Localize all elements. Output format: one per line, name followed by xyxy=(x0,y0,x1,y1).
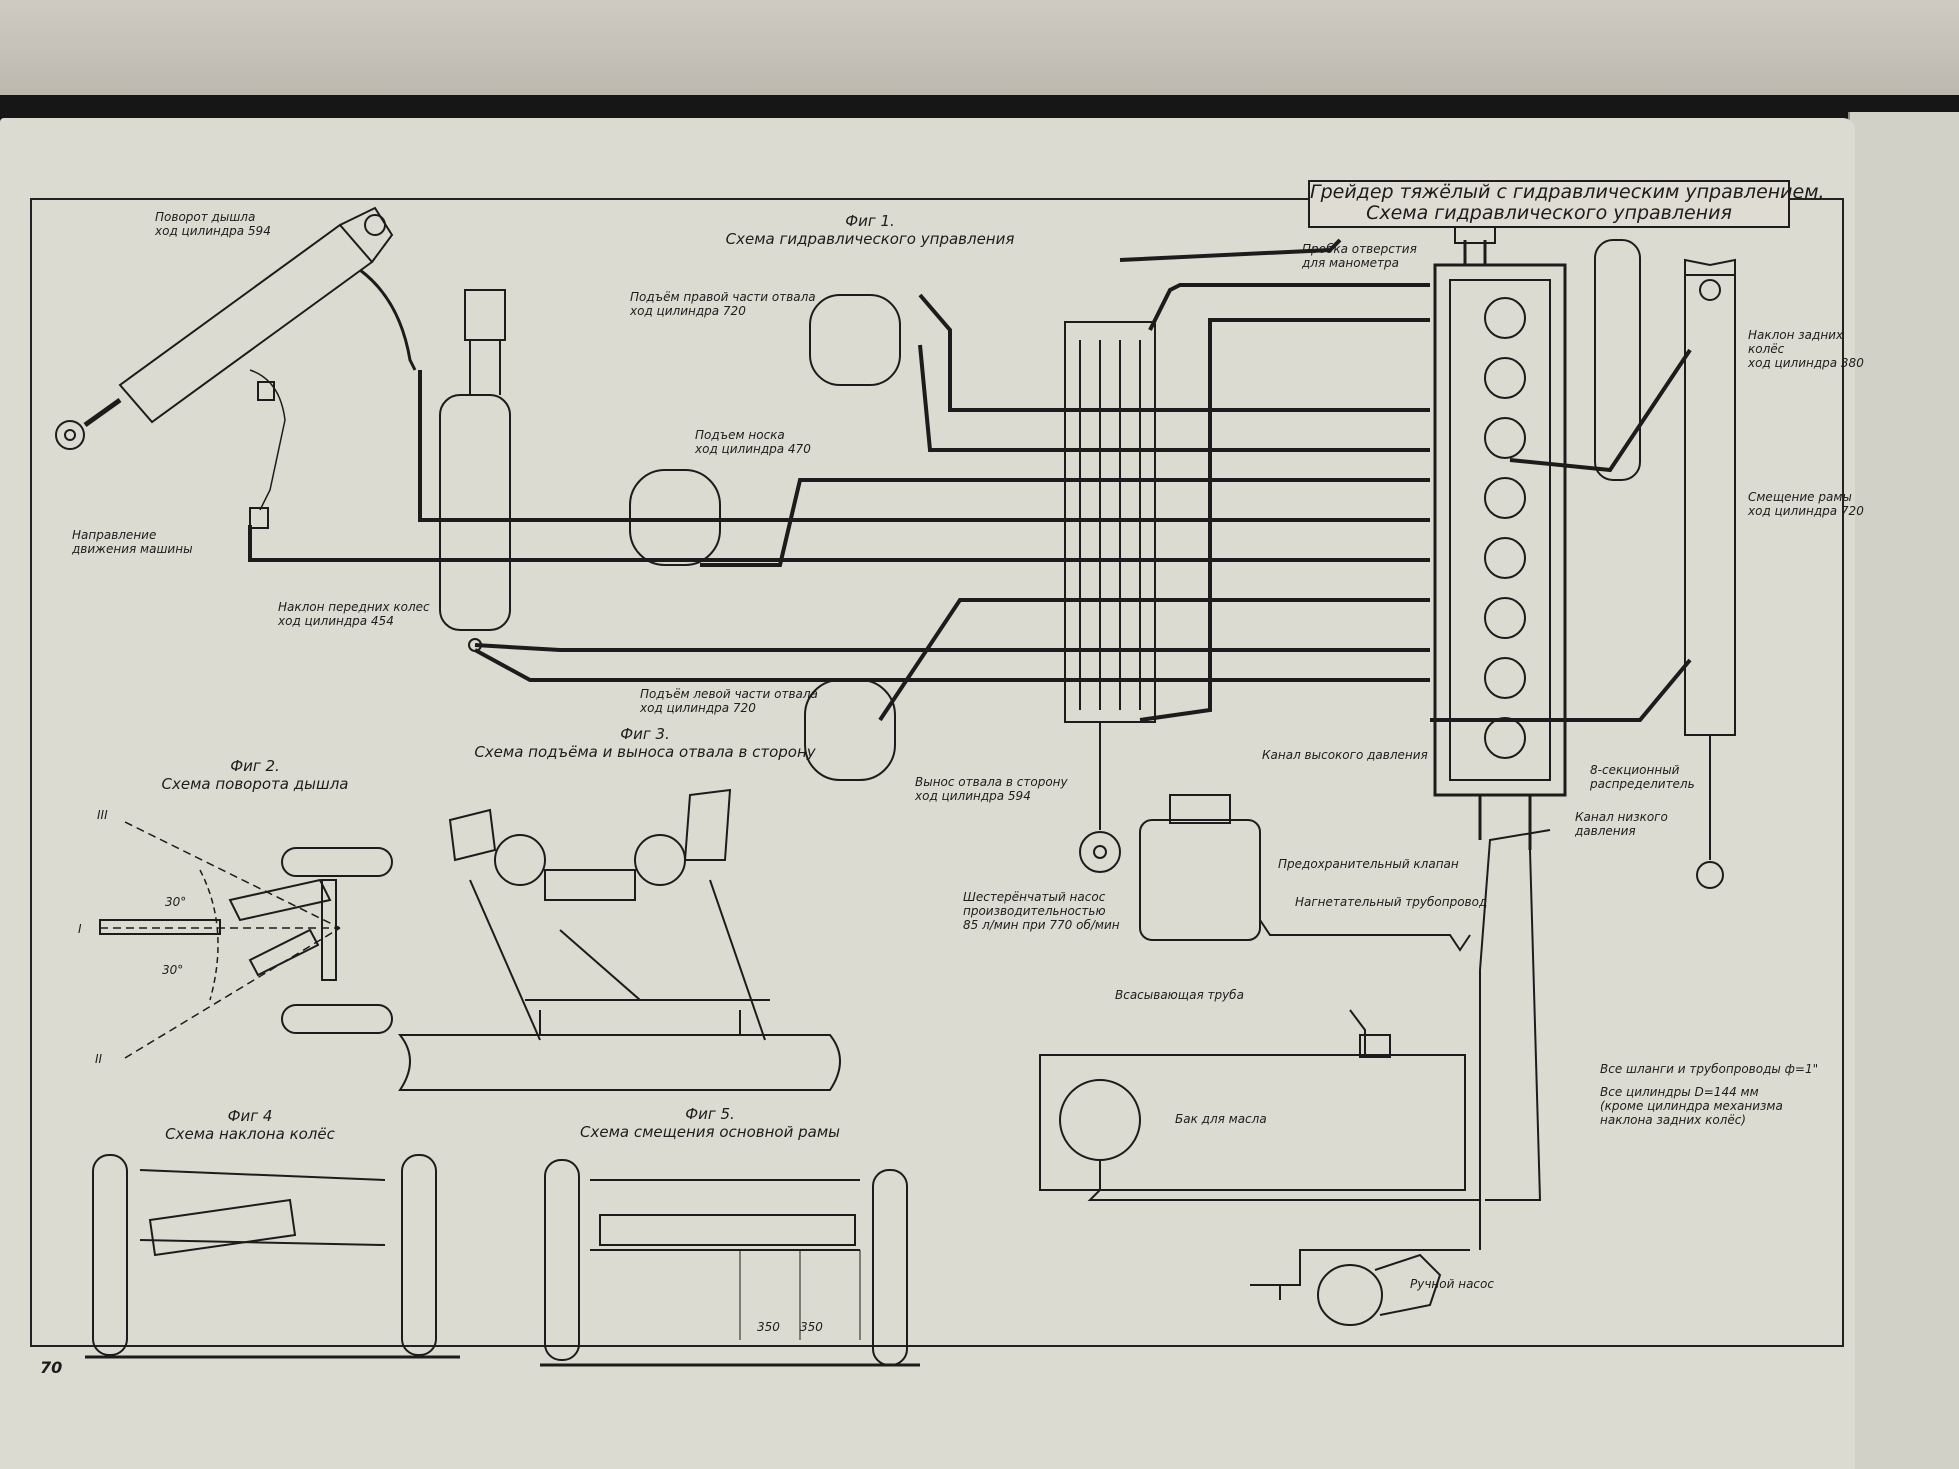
desk-background xyxy=(0,0,1959,110)
fig3-caption: Фиг 3. Схема подъёма и выноса отвала в с… xyxy=(474,725,816,761)
fig5-sketch xyxy=(540,1159,920,1367)
label-safety-valve: Предохранительный клапан xyxy=(1278,857,1459,871)
title-line-2: Схема гидравлического управления xyxy=(1366,202,1732,224)
label-dim-350-a: 350 xyxy=(757,1320,780,1334)
fig2-sketch xyxy=(99,821,393,1059)
label-delivery-pipe: Нагнетательный трубопровод xyxy=(1295,895,1488,909)
hose-lines xyxy=(248,238,1692,722)
fig2-caption: Фиг 2. Схема поворота дышла xyxy=(161,757,349,793)
label-left-blade-lift: Подъём левой части отвала ход цилиндра 7… xyxy=(640,687,818,715)
label-gear-pump: Шестерёнчатый насос производительностью … xyxy=(963,890,1120,932)
fig4-caption: Фиг 4 Схема наклона колёс xyxy=(165,1107,335,1143)
distributor-block xyxy=(1433,224,1567,850)
label-gauge-plug: Пробка отверстия для манометра xyxy=(1302,242,1417,270)
label-drawbar-turn: Поворот дышла ход цилиндра 594 xyxy=(155,210,271,238)
label-pos-3: III xyxy=(97,808,108,822)
title-line-1: Грейдер тяжёлый с гидравлическим управле… xyxy=(1310,181,1825,203)
label-suction-pipe: Всасывающая труба xyxy=(1115,988,1244,1002)
fig1-caption: Фиг 1. Схема гидравлического управления xyxy=(725,212,1015,248)
front-tilt-cylinder xyxy=(439,289,511,652)
fig3-sketch xyxy=(397,788,841,1091)
oil-supply xyxy=(1039,794,1551,1326)
rear-cylinders xyxy=(1594,239,1736,889)
label-front-wheel-tilt: Наклон передних колес ход цилиндра 454 xyxy=(278,600,430,628)
label-nose-lift: Подъем носка ход цилиндра 470 xyxy=(695,428,811,456)
label-dim-350-b: 350 xyxy=(800,1320,823,1334)
label-distributor: 8-секционный распределитель xyxy=(1590,763,1695,791)
label-angle-30-top: 30° xyxy=(165,895,187,909)
drawing-frame xyxy=(30,198,1844,1347)
label-low-pressure-channel: Канал низкого давления xyxy=(1575,810,1668,838)
title-block: Грейдер тяжёлый с гидравлическим управле… xyxy=(1308,180,1825,228)
label-high-pressure-channel: Канал высокого давления xyxy=(1262,748,1428,762)
label-oil-tank: Бак для масла xyxy=(1175,1112,1267,1126)
note-cylinders: Все цилиндры D=144 мм (кроме цилиндра ме… xyxy=(1600,1085,1783,1127)
label-travel-direction: Направление движения машины xyxy=(72,528,193,556)
note-hoses: Все шланги и трубопроводы ф=1" xyxy=(1600,1062,1819,1076)
label-pos-2: II xyxy=(95,1052,103,1066)
sideshift-cylinder xyxy=(1064,321,1156,873)
label-blade-sideshift: Вынос отвала в сторону ход цилиндра 594 xyxy=(915,775,1068,803)
facing-page xyxy=(1848,112,1959,1469)
label-hand-pump: Ручной насос xyxy=(1410,1277,1494,1291)
drawbar-cylinder xyxy=(55,206,417,529)
fig4-sketch xyxy=(85,1154,460,1359)
label-angle-30-bottom: 30° xyxy=(162,963,184,977)
label-frame-shift: Смещение рамы ход цилиндра 720 xyxy=(1748,490,1864,518)
label-right-blade-lift: Подъём правой части отвала ход цилиндра … xyxy=(630,290,816,318)
label-pos-1: I xyxy=(78,922,82,936)
label-rear-wheel-tilt: Наклон задних колёс ход цилиндра 380 xyxy=(1748,328,1864,370)
fig5-caption: Фиг 5. Схема смещения основной рамы xyxy=(580,1105,840,1141)
page-number: 70 xyxy=(40,1358,63,1377)
lift-cylinders xyxy=(629,294,901,781)
